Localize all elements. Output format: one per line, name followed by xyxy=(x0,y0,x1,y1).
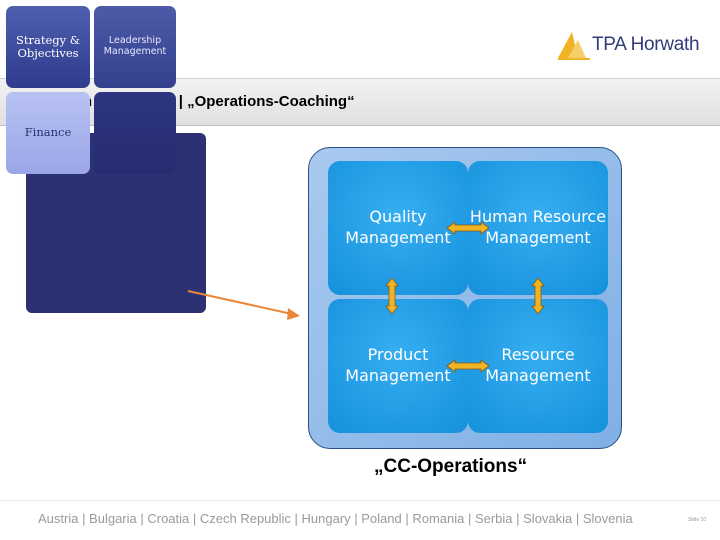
logo-mark-icon xyxy=(558,32,590,60)
logo-text: TPA Horwath xyxy=(592,34,700,55)
footer-divider xyxy=(0,500,720,501)
cell-leadership-management: Leadership Management xyxy=(94,6,176,88)
double-arrow-horizontal-bottom-icon xyxy=(446,359,490,373)
tpa-horwath-logo: TPA Horwath xyxy=(556,28,706,64)
cell-product-management: Product Management xyxy=(328,299,468,433)
cell-strategy-objectives: Strategy & Objectives xyxy=(6,6,90,88)
cell-human-resource-management: Human Resource Management xyxy=(468,161,608,295)
double-arrow-vertical-right-icon xyxy=(531,277,545,315)
footer-countries: Austria | Bulgaria | Croatia | Czech Rep… xyxy=(38,511,633,526)
slide-number: Slide 10 xyxy=(688,517,707,523)
double-arrow-horizontal-top-icon xyxy=(446,221,490,235)
cc-operations-caption: „CC-Operations“ xyxy=(374,456,528,477)
cell-operations xyxy=(94,92,176,174)
cell-resource-management: Resource Management xyxy=(468,299,608,433)
cell-quality-management: Quality Management xyxy=(328,161,468,295)
operations-label: Operations xyxy=(126,260,191,274)
cell-finance: Finance xyxy=(6,92,90,174)
double-arrow-vertical-left-icon xyxy=(385,277,399,315)
